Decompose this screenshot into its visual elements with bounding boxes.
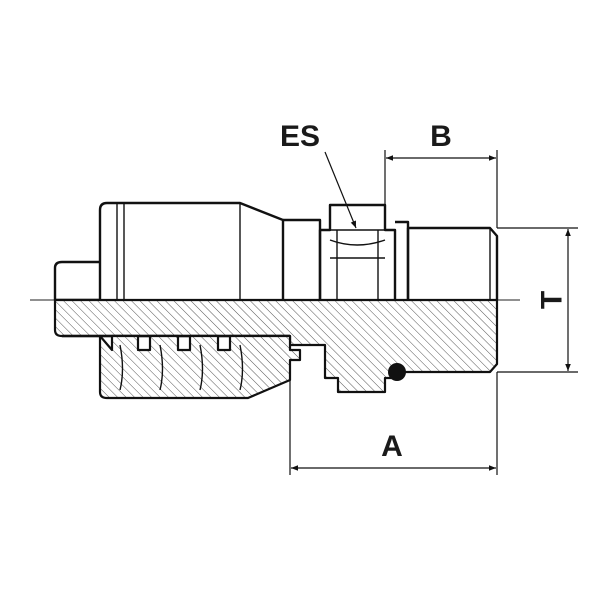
section-view — [53, 298, 499, 400]
label-a: A — [381, 430, 403, 463]
o-ring — [388, 363, 406, 381]
hex-chamfer-arc — [329, 239, 386, 246]
dimension-a — [289, 372, 498, 475]
dimension-b — [384, 150, 498, 228]
dimension-t — [497, 227, 578, 373]
hose-tail-nipple — [53, 260, 100, 302]
label-t: T — [536, 291, 569, 309]
ferrule-section — [98, 334, 302, 400]
label-es: ES — [280, 120, 320, 153]
ferrule-teeth — [119, 344, 244, 391]
exterior-view — [53, 201, 499, 302]
nipple-collar — [283, 218, 322, 300]
hex-nut — [318, 203, 397, 300]
threaded-end — [406, 226, 499, 300]
o-ring-land — [395, 220, 410, 300]
ferrule — [98, 201, 285, 300]
es-leader-line — [324, 151, 357, 229]
label-b: B — [430, 120, 452, 153]
